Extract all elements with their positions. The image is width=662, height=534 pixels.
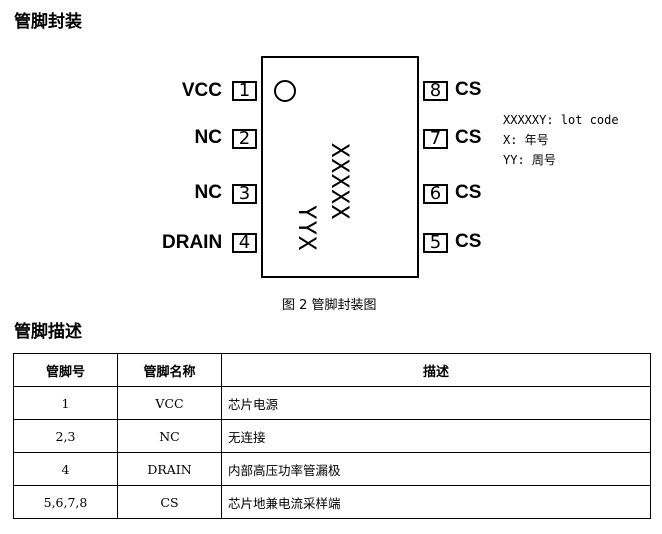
pin-number-7: 7	[423, 129, 448, 149]
legend-line: X: 年号	[503, 133, 549, 147]
cell-pin-name: VCC	[117, 386, 222, 420]
pin-name-6: CS	[455, 182, 482, 203]
chip-marking-line2: XXXXX	[326, 143, 354, 221]
pin-name-3: NC	[194, 182, 222, 203]
cell-pin-number: 4	[13, 452, 118, 486]
pin-name-5: CS	[455, 231, 482, 252]
table-row: 4 DRAIN 内部高压功率管漏极	[13, 452, 651, 486]
pin-number-6: 6	[423, 184, 448, 204]
pin-number-3: 3	[232, 184, 257, 204]
cell-pin-number: 1	[13, 386, 118, 420]
cell-description: 芯片地兼电流采样端	[221, 485, 651, 519]
cell-description: 内部高压功率管漏极	[221, 452, 651, 486]
pin-number-8: 8	[423, 81, 448, 101]
pin-name-1: VCC	[181, 80, 222, 101]
cell-pin-number: 5,6,7,8	[13, 485, 118, 519]
pin-name-2: NC	[194, 127, 222, 148]
pin-number-5: 5	[423, 233, 448, 253]
header-pin-number: 管脚号	[13, 353, 118, 387]
pin1-indicator-icon	[274, 80, 296, 102]
cell-pin-name: DRAIN	[117, 452, 222, 486]
header-pin-name: 管脚名称	[117, 353, 222, 387]
cell-pin-number: 2,3	[13, 419, 118, 453]
cell-description: 无连接	[221, 419, 651, 453]
pin-name-4: DRAIN	[162, 232, 223, 253]
table-row: 1 VCC 芯片电源	[13, 386, 651, 420]
pin-description-table: 管脚号 管脚名称 描述 1 VCC 芯片电源 2,3 NC 无连接 4 DRAI…	[13, 353, 651, 519]
package-section-title: 管脚封装	[14, 12, 82, 32]
cell-pin-name: CS	[117, 485, 222, 519]
pin-number-4: 4	[232, 233, 257, 253]
table-row: 5,6,7,8 CS 芯片地兼电流采样端	[13, 485, 651, 519]
table-row: 2,3 NC 无连接	[13, 419, 651, 453]
chip-marking-line1: YYX	[293, 205, 321, 252]
legend-line: XXXXXY: lot code	[503, 113, 619, 127]
pin-number-1: 1	[232, 81, 257, 101]
cell-pin-name: NC	[117, 419, 222, 453]
pin-name-7: CS	[455, 127, 482, 148]
pin-number-2: 2	[232, 129, 257, 149]
legend-line: YY: 周号	[503, 153, 556, 167]
cell-description: 芯片电源	[221, 386, 651, 420]
header-description: 描述	[221, 353, 651, 387]
pin-name-8: CS	[455, 79, 482, 100]
figure-caption: 图 2 管脚封装图	[282, 298, 377, 313]
table-header-row: 管脚号 管脚名称 描述	[13, 353, 651, 387]
chip-body	[261, 56, 419, 278]
description-section-title: 管脚描述	[14, 322, 82, 342]
marking-legend: XXXXXY: lot code X: 年号 YY: 周号	[503, 110, 619, 170]
